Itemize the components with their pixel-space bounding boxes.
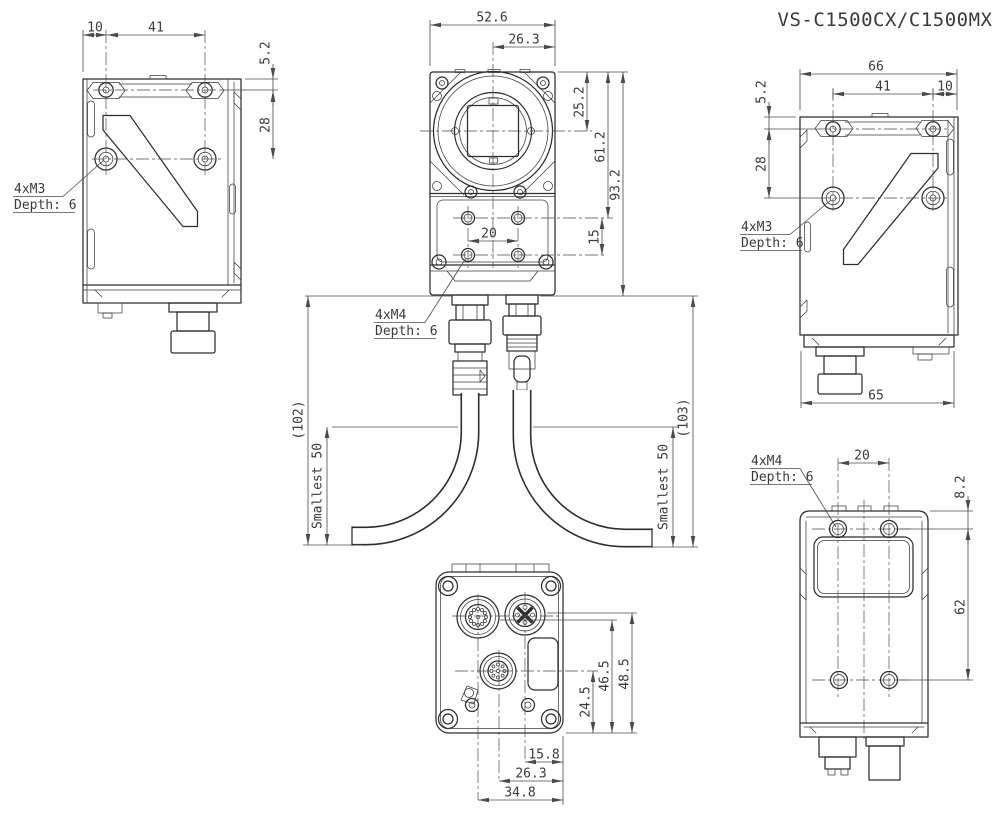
dim-rear-hole-v-span: 62 (954, 599, 969, 615)
dim-left-top-offset: 10 (87, 21, 103, 36)
front-connector-left (448, 294, 492, 396)
dim-bottom-conn1-y: 46.5 (598, 660, 613, 691)
rear-connector-left (818, 736, 857, 776)
dim-left-right-offset: 5.2 (259, 41, 274, 64)
dim-front-hole-span-h: 20 (481, 227, 497, 242)
dim-front-width: 52.6 (476, 11, 507, 26)
left-side-body (82, 75, 242, 319)
note-rear-depth: Depth: 6 (751, 470, 814, 485)
rear-view: 20 8.2 62 4xM4 Depth: 6 (750, 449, 973, 781)
diagonal-slot (102, 114, 199, 228)
rear-dimensions: 20 8.2 62 4xM4 Depth: 6 (750, 449, 973, 681)
front-view: 52.6 26.3 25.2 61.2 93.2 20 15 (102) (292, 11, 698, 548)
dim-right-bottom-width: 65 (868, 389, 884, 404)
bottom-dimensions: 24.5 46.5 48.5 15.8 26.3 34.8 (478, 612, 637, 805)
dim-right-left-offset: 5.2 (755, 80, 770, 103)
dim-cable-left-length: (102) (292, 400, 307, 439)
right-side-dimensions: 66 41 10 5.2 28 65 4xM3 Depth: 6 (740, 60, 958, 408)
m3-hole (94, 82, 217, 171)
rear-connector-right (865, 736, 905, 781)
dim-bottom-conn1-x: 34.8 (504, 786, 535, 801)
dim-rear-hole-span: 20 (854, 449, 870, 464)
right-side-view: 66 41 10 5.2 28 65 4xM3 Depth: 6 (740, 60, 959, 408)
dim-cable-right-length: (103) (677, 398, 692, 437)
cable-right (512, 390, 653, 548)
bottom-body (435, 563, 564, 734)
note-right-depth: Depth: 6 (741, 236, 804, 251)
dim-left-top-span: 41 (148, 21, 164, 36)
front-dimensions: 52.6 26.3 25.2 61.2 93.2 20 15 (102) (292, 11, 698, 548)
right-side-body (799, 113, 959, 361)
dim-right-top-offset: 10 (937, 80, 953, 95)
m4-hole (828, 519, 899, 690)
dim-right-left-span: 28 (755, 156, 770, 172)
dim-bottom-conn2-x: 15.8 (528, 748, 559, 763)
left-side-view: 10 41 5.2 28 4xM3 Depth: 6 (13, 21, 278, 354)
left-side-connector (168, 302, 218, 354)
rear-body (799, 505, 929, 738)
dim-front-lens-center: 25.2 (573, 86, 588, 117)
bottom-view: 24.5 46.5 48.5 15.8 26.3 34.8 (435, 563, 637, 805)
note-right-thread: 4xM3 (741, 220, 772, 235)
dim-cable-left-bend: Smallest 50 (311, 443, 326, 529)
dim-cable-right-bend: Smallest 50 (657, 444, 672, 530)
note-left-depth: Depth: 6 (14, 198, 77, 213)
dim-left-right-span: 28 (259, 117, 274, 133)
diagonal-slot (842, 152, 939, 266)
dim-bottom-conn3-x: 26.3 (515, 767, 546, 782)
left-side-dimensions: 10 41 5.2 28 4xM3 Depth: 6 (13, 21, 278, 213)
dim-right-top-span: 41 (875, 80, 891, 95)
dim-front-hole-top: 61.2 (594, 131, 609, 162)
corner-screw (437, 575, 562, 730)
rear-recess (813, 536, 914, 598)
dim-bottom-conn3-y: 24.5 (579, 686, 594, 717)
dim-front-height: 93.2 (609, 169, 624, 200)
dim-rear-hole-top: 8.2 (954, 475, 969, 498)
cable-left (351, 393, 480, 546)
note-front-depth: Depth: 6 (375, 324, 438, 339)
front-body (429, 69, 556, 296)
note-front-thread: 4xM4 (375, 308, 406, 323)
note-left-thread: 4xM3 (14, 182, 45, 197)
dim-front-half-width: 26.3 (508, 33, 539, 48)
note-rear-thread: 4xM4 (751, 454, 782, 469)
right-side-connector (815, 346, 865, 395)
dim-front-hole-span-v: 15 (588, 229, 603, 245)
drawing-title: VS-C1500CX/C1500MX (778, 9, 993, 31)
dim-bottom-conn2-y: 48.5 (618, 658, 633, 689)
dim-right-width: 66 (868, 60, 884, 75)
front-connector-right (502, 294, 542, 391)
label-recess (527, 637, 559, 691)
